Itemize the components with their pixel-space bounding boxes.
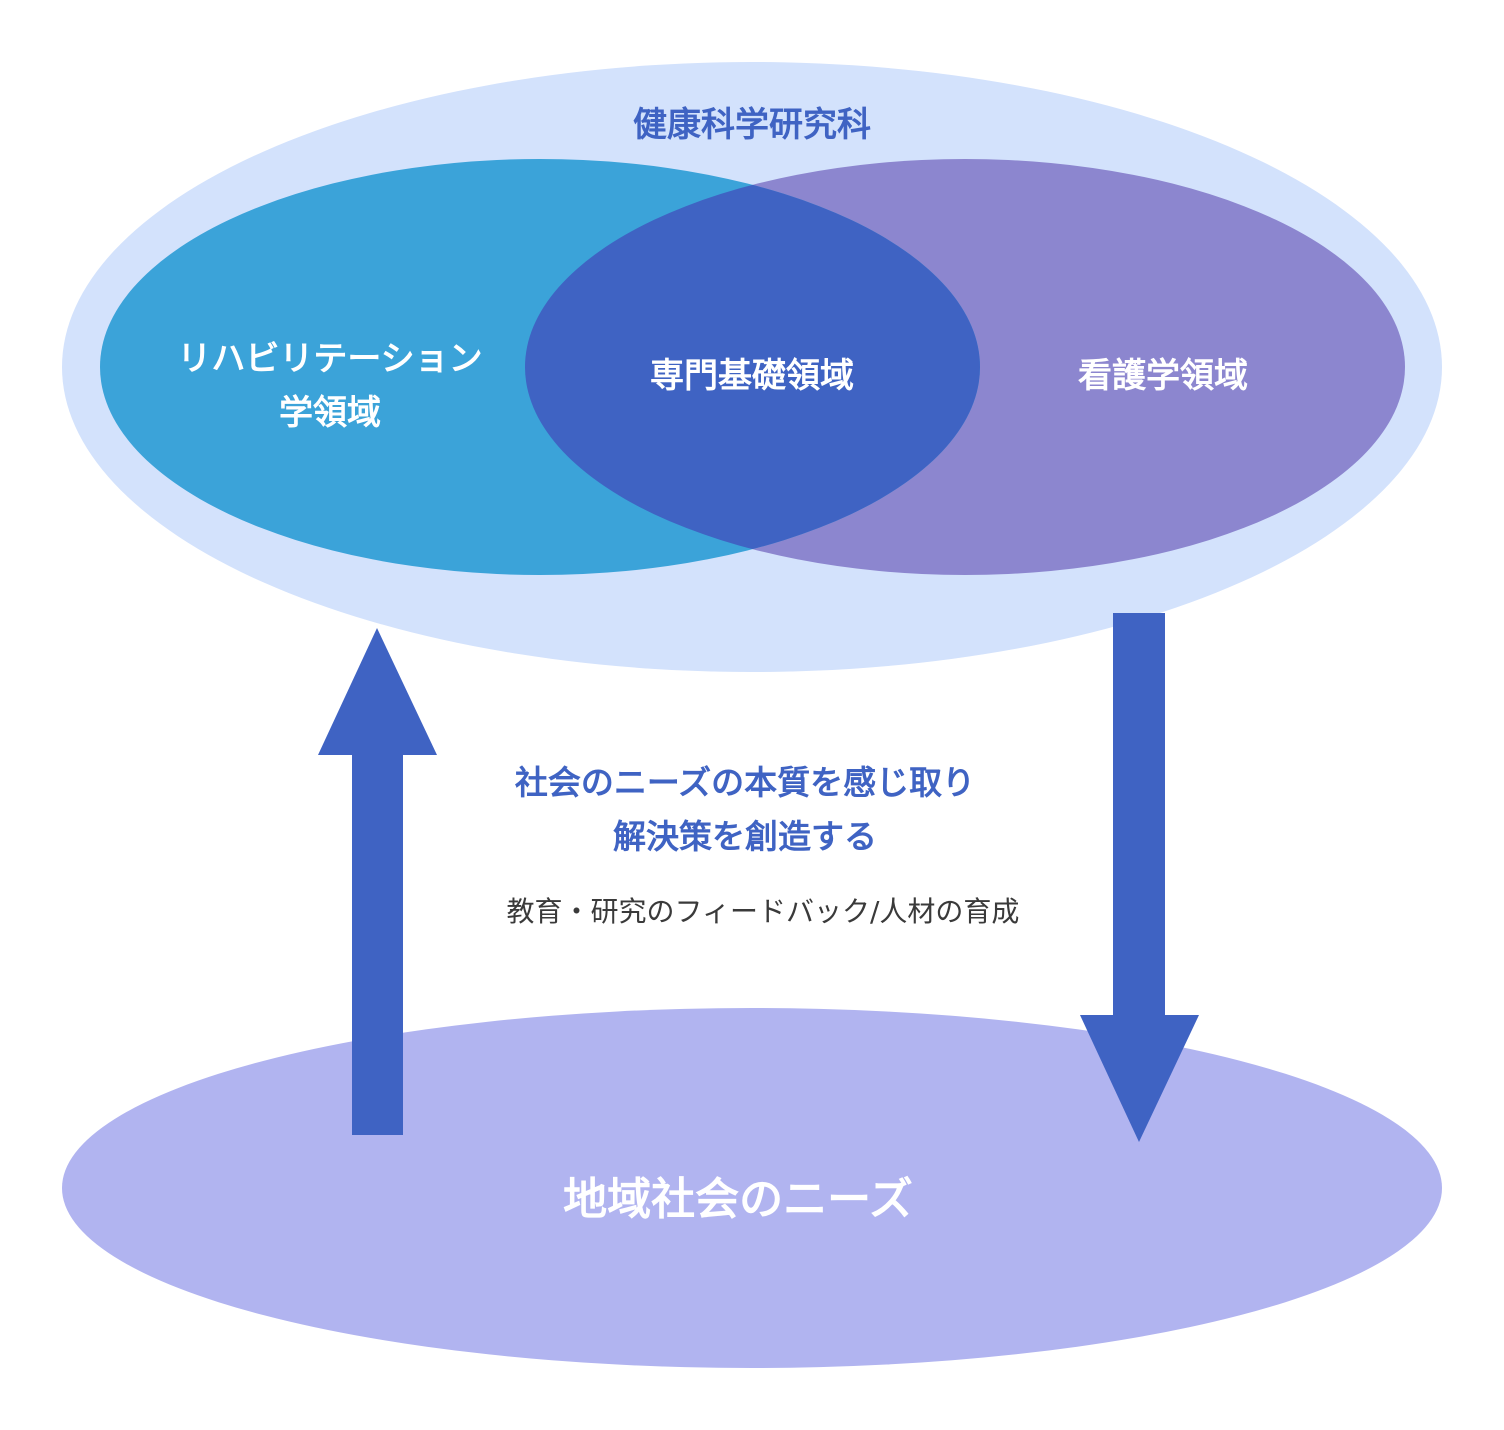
center-headline-line2: 解決策を創造する [613,817,877,856]
rehab-label-line2: 学領域 [279,393,381,433]
nursing-label: 看護学領域 [1078,356,1248,396]
up-arrow [318,628,437,1135]
down-arrow [1080,613,1199,1142]
core-overlap [525,159,980,575]
rehab-label-line1: リハビリテーション [177,339,482,379]
center-headline-line1: 社会のニーズの本質を感じ取り [515,763,975,802]
core-label: 専門基礎領域 [650,356,854,396]
center-subtext: 教育・研究のフィードバック/人材の育成 [507,895,1020,928]
graduate-school-title: 健康科学研究科 [633,105,871,145]
community-label: 地域社会のニーズ [563,1174,913,1225]
community-ellipse [62,1008,1442,1368]
